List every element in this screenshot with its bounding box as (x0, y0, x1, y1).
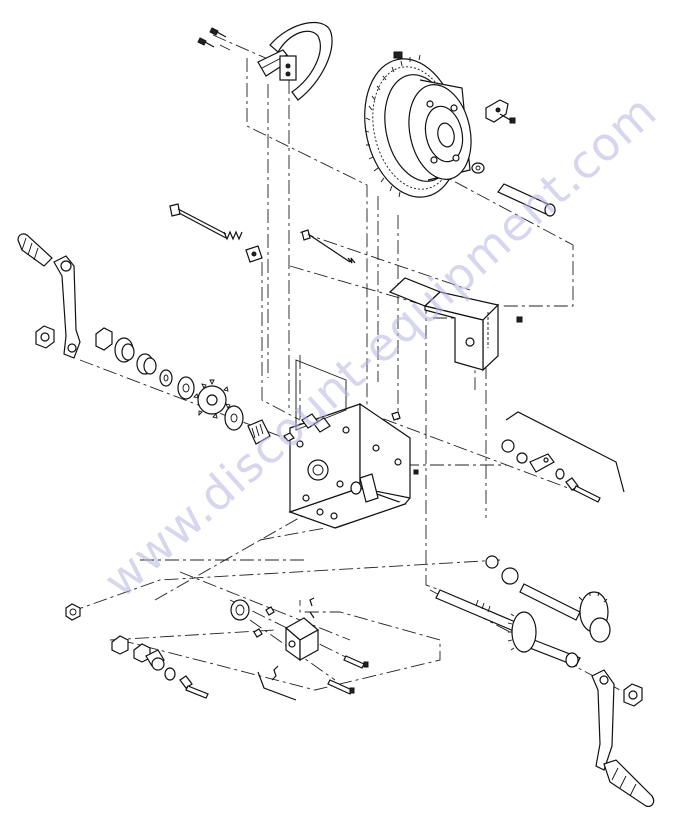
right-shaft (435, 555, 581, 668)
pawl-assembly (501, 411, 625, 503)
top-screws (197, 27, 403, 68)
right-crank-handle (591, 669, 655, 807)
left-nut (35, 325, 55, 349)
lower-bolts (327, 655, 369, 695)
pinion-gear (247, 419, 271, 445)
sprocket (193, 379, 231, 419)
long-bolt-left (169, 203, 227, 239)
double-gear (507, 591, 611, 653)
lower-pawl-parts (111, 635, 209, 699)
lower-bracket-block (257, 597, 320, 701)
spring-left (223, 230, 243, 241)
left-crank-handle (17, 233, 81, 359)
lower-nut (65, 603, 81, 621)
drum-shaft-pin (497, 183, 556, 217)
brake-band (257, 21, 333, 101)
side-frame (283, 359, 419, 529)
right-nut (623, 683, 643, 707)
washer-stack (95, 327, 244, 431)
lower-collar (230, 599, 275, 638)
clip-small (245, 245, 263, 263)
cover-bracket (388, 277, 523, 372)
band-clip (485, 99, 516, 124)
drum-gear-with-hub (364, 54, 485, 198)
long-bolt-right (301, 229, 356, 264)
